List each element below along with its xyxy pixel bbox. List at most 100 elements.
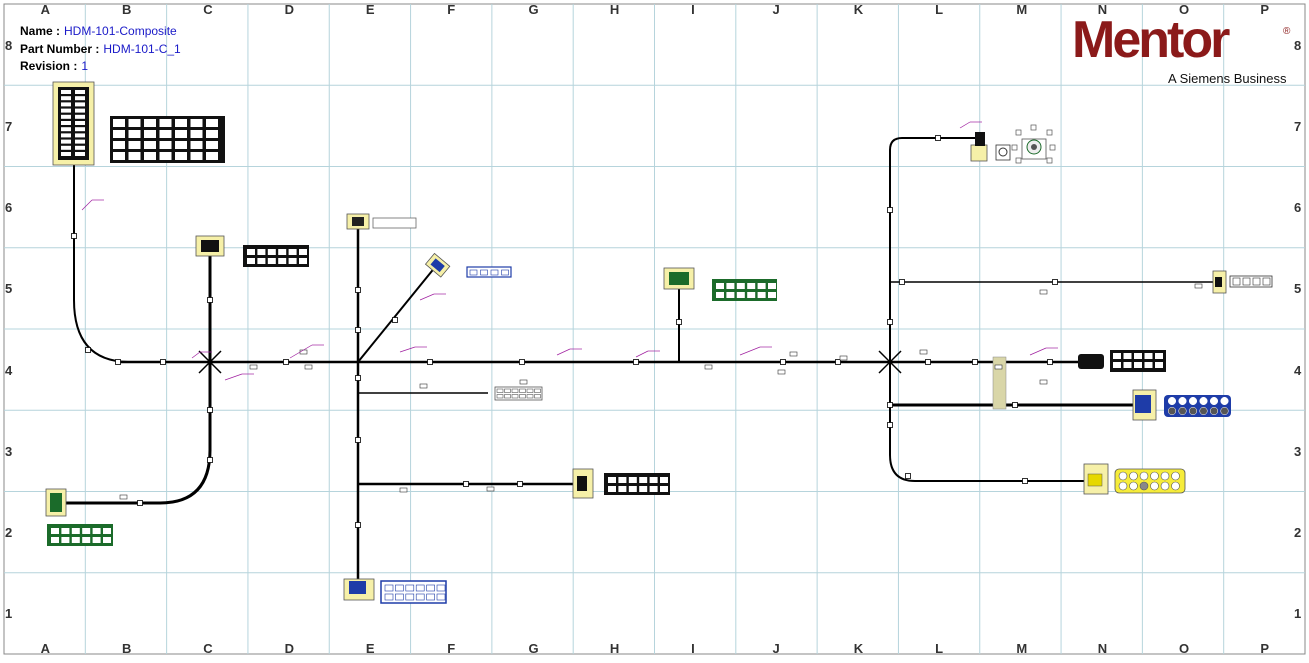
grid-col-label-top-o: O	[1179, 2, 1190, 17]
grid-col-label-bottom-e: E	[365, 641, 375, 656]
grid-col-label-bottom-m: M	[1016, 641, 1028, 656]
grid-row-label-left-1: 1	[5, 606, 13, 622]
grid-col-label-top-c: C	[203, 2, 213, 17]
titleblock-part-number: Part Number :HDM-101-C_1	[20, 42, 181, 56]
grid-row-label-right-6: 6	[1294, 200, 1302, 216]
grid-row-label-right-1: 1	[1294, 606, 1302, 622]
grid-col-label-top-n: N	[1097, 2, 1108, 17]
connector-e1-blue[interactable]	[343, 578, 375, 601]
grid-row-label-left-3: 3	[5, 443, 13, 459]
connector-l7[interactable]	[970, 132, 1011, 162]
grid-row-label-left-2: 2	[5, 525, 13, 541]
wire-labels	[81, 121, 1058, 381]
connector-h3[interactable]	[572, 468, 594, 499]
connectors[interactable]	[45, 81, 1273, 604]
pin-table-b7	[110, 116, 225, 163]
connector-m7-round	[1011, 124, 1056, 164]
grid-col-label-top-m: M	[1016, 2, 1028, 17]
grid-col-label-top-i: I	[691, 2, 695, 17]
grid-col-label-bottom-g: G	[528, 641, 539, 656]
grid-col-label-bottom-d: D	[284, 641, 294, 656]
pin-table-e1	[380, 580, 447, 604]
connector-n3-blue[interactable]	[1132, 389, 1157, 421]
grid-col-label-bottom-l: L	[935, 641, 944, 656]
grid-col-label-bottom-j: J	[772, 641, 780, 656]
grid-col-label-bottom-h: H	[609, 641, 620, 656]
connector-i5-green[interactable]	[663, 267, 695, 290]
connector-f5-blue[interactable]	[424, 252, 451, 278]
connector-a7[interactable]	[52, 81, 95, 166]
covering-sleeve[interactable]	[992, 356, 1007, 410]
pin-table-o3-blue	[1164, 395, 1231, 417]
name-label: Name :	[20, 24, 61, 38]
pin-table-n4	[1110, 350, 1166, 372]
grid-row-label-right-8: 8	[1294, 37, 1302, 53]
connector-p5[interactable]	[1212, 270, 1273, 294]
part-number-label: Part Number :	[20, 42, 100, 56]
bundle-c-down[interactable]	[65, 362, 212, 505]
titleblock-revision: Revision :1	[20, 59, 88, 73]
grid-lines	[3, 3, 1306, 655]
pin-table-o2-yellow	[1114, 468, 1186, 494]
wire-bundles[interactable]	[65, 137, 1215, 580]
grid-col-label-top-k: K	[853, 2, 864, 17]
grid-col-label-top-g: G	[528, 2, 539, 17]
pin-table-a2	[47, 524, 113, 546]
splice-nodes[interactable]	[198, 350, 902, 374]
revision-value: 1	[81, 59, 89, 73]
name-value: HDM-101-Composite	[64, 24, 177, 38]
pin-table-g4	[494, 386, 543, 401]
registered-mark: ®	[1283, 26, 1291, 37]
grid-row-label-right-2: 2	[1294, 525, 1302, 541]
grid-row-label-left-8: 8	[5, 37, 13, 53]
titleblock-name: Name :HDM-101-Composite	[20, 24, 177, 38]
grid-col-label-top-p: P	[1260, 2, 1270, 17]
connector-n2-yellow[interactable]	[1083, 463, 1109, 495]
connector-n4[interactable]	[1078, 354, 1104, 369]
grid-col-label-bottom-a: A	[40, 641, 51, 656]
grid-row-label-right-5: 5	[1294, 281, 1302, 297]
grid-col-label-top-d: D	[284, 2, 294, 17]
bundle-e-diagonal[interactable]	[357, 265, 437, 363]
clip-markers[interactable]	[71, 135, 1203, 528]
pin-table-d5	[243, 245, 309, 267]
grid-row-label-right-7: 7	[1294, 118, 1302, 134]
bundle-left-top[interactable]	[73, 165, 131, 363]
pin-table-f5	[466, 266, 512, 278]
node-l[interactable]	[878, 350, 902, 374]
part-number-value: HDM-101-C_1	[103, 42, 181, 56]
grid-col-label-bottom-b: B	[121, 641, 132, 656]
grid-col-label-bottom-c: C	[203, 641, 213, 656]
revision-label: Revision :	[20, 59, 78, 73]
grid-col-label-top-b: B	[121, 2, 132, 17]
grid-col-label-top-j: J	[772, 2, 780, 17]
grid-col-label-bottom-i: I	[691, 641, 695, 656]
grid-col-label-bottom-o: O	[1179, 641, 1190, 656]
logo-tagline: A Siemens Business	[1168, 71, 1287, 86]
grid-col-label-top-h: H	[609, 2, 620, 17]
mentor-logo: Mentor	[1072, 11, 1230, 69]
bundle-l-n-yellow[interactable]	[889, 362, 1088, 482]
grid-col-label-top-a: A	[40, 2, 51, 17]
grid-col-label-bottom-p: P	[1260, 641, 1270, 656]
grid-row-label-right-4: 4	[1294, 362, 1302, 378]
bundle-l-up[interactable]	[889, 137, 975, 362]
grid-row-label-left-4: 4	[5, 362, 13, 378]
connector-e6[interactable]	[346, 213, 417, 230]
connector-a2-green[interactable]	[45, 488, 67, 517]
grid-row-label-left-7: 7	[5, 118, 13, 134]
connector-c5[interactable]	[195, 235, 225, 257]
grid-col-label-top-e: E	[365, 2, 375, 17]
grid-row-label-left-6: 6	[5, 200, 13, 216]
pin-table-h3	[604, 473, 670, 495]
grid-col-label-bottom-n: N	[1097, 641, 1108, 656]
grid-col-label-bottom-k: K	[853, 641, 864, 656]
grid-col-label-top-l: L	[935, 2, 944, 17]
grid-row-label-right-3: 3	[1294, 443, 1302, 459]
grid-row-label-left-5: 5	[5, 281, 13, 297]
grid-col-label-bottom-f: F	[447, 641, 456, 656]
node-c[interactable]	[198, 350, 222, 374]
pin-table-j5	[712, 279, 777, 301]
